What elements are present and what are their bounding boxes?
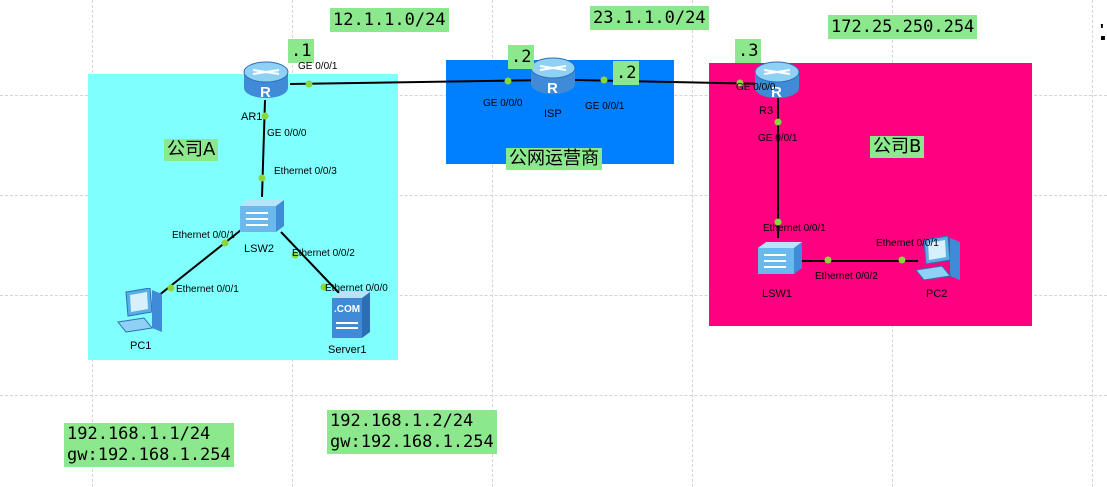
port-dot: [221, 239, 229, 247]
router-icon[interactable]: R: [243, 60, 289, 102]
public-ip-label: 172.25.250.254: [828, 15, 978, 39]
port-dot: [600, 76, 608, 84]
port-dot: [258, 174, 266, 182]
device-label-pc2: PC2: [926, 288, 948, 300]
pc1-gateway: gw:192.168.1.254: [67, 445, 231, 465]
device-label-isp: ISP: [544, 108, 562, 120]
port-label: GE 0/0/0: [736, 82, 776, 93]
link-lsw2-server1: [280, 231, 341, 295]
host-tag-isp-left: .2: [508, 45, 535, 69]
zone-label-company-a: 公司A: [164, 139, 219, 161]
port-dot: [736, 79, 744, 87]
device-label-ar1: AR1: [241, 111, 263, 123]
company-b-zone: [709, 63, 1032, 326]
edge-mark: ': [1100, 22, 1104, 39]
port-dot: [774, 218, 782, 226]
server-logo-text: .COM: [334, 304, 361, 315]
edge-mark: ▪: [1100, 30, 1106, 47]
port-label: Ethernet 0/0/1: [176, 284, 239, 295]
port-label: GE 0/0/0: [267, 128, 307, 139]
port-label: GE 0/0/0: [483, 98, 523, 109]
port-label: GE 0/0/1: [758, 133, 798, 144]
port-label: Ethernet 0/0/2: [815, 271, 878, 282]
svg-text:R: R: [260, 84, 271, 101]
host-tag-r3: .3: [735, 39, 762, 63]
port-dot: [291, 251, 299, 259]
device-label-server1: Server1: [328, 344, 367, 356]
server1-ip: 192.168.1.2/24: [330, 411, 474, 431]
pc-icon[interactable]: [914, 236, 964, 284]
port-label: Ethernet 0/0/1: [763, 223, 826, 234]
svg-text:R: R: [547, 80, 558, 97]
switch-icon[interactable]: [756, 240, 804, 276]
port-label: Ethernet 0/0/2: [292, 248, 355, 259]
device-label-lsw2: LSW2: [244, 243, 274, 255]
port-label: Ethernet 0/0/3: [274, 166, 337, 177]
port-dot: [167, 284, 175, 292]
switch-icon[interactable]: [238, 198, 286, 234]
device-label-pc1: PC1: [130, 340, 152, 352]
pc1-ip: 192.168.1.1/24: [67, 424, 211, 444]
router-icon[interactable]: R: [754, 60, 800, 102]
port-dot: [320, 283, 328, 291]
port-label: Ethernet 0/0/0: [325, 283, 388, 294]
port-dot: [305, 80, 313, 88]
network-label-ar1-isp: 12.1.1.0/24: [330, 8, 449, 32]
host-tag-ar1: .1: [288, 39, 315, 63]
port-dot: [504, 77, 512, 85]
device-label-r3: R3: [759, 105, 774, 117]
server-icon[interactable]: [328, 292, 372, 340]
port-dot: [261, 112, 269, 120]
svg-text:R: R: [771, 84, 782, 101]
network-label-isp-r3: 23.1.1.0/24: [590, 6, 709, 30]
port-dot: [824, 256, 832, 264]
port-label: Ethernet 0/0/1: [876, 238, 939, 249]
port-dot: [774, 118, 782, 126]
pc-icon[interactable]: [116, 288, 166, 336]
zone-label-company-b: 公司B: [870, 136, 925, 158]
server1-gateway: gw:192.168.1.254: [330, 432, 494, 452]
port-dot: [898, 256, 906, 264]
port-label: GE 0/0/1: [585, 101, 625, 112]
zone-label-isp: 公网运营商: [506, 148, 602, 170]
host-tag-isp-right: .2: [613, 61, 640, 85]
port-label: GE 0/0/1: [298, 61, 338, 72]
port-label: Ethernet 0/0/1: [172, 230, 235, 241]
router-icon[interactable]: R: [530, 56, 576, 98]
device-label-lsw1: LSW1: [762, 288, 792, 300]
